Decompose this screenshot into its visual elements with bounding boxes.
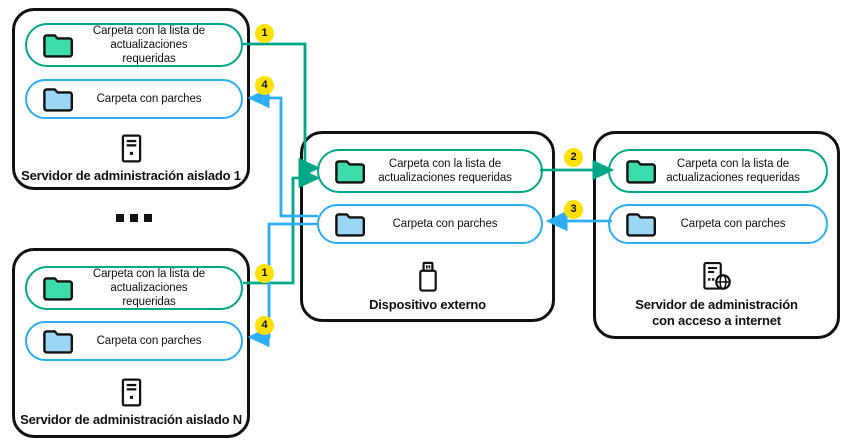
folder-label: Carpeta con la lista de actualizaciones … — [92, 25, 206, 65]
step-badge-1-top: 1 — [255, 24, 274, 43]
folder-label: Carpeta con parches — [392, 218, 498, 230]
server-icon — [15, 131, 247, 165]
folder-icon-blue — [43, 329, 73, 354]
folder-icon-blue — [626, 212, 656, 237]
step-badge-1-bottom: 1 — [255, 264, 274, 283]
folder-label: Carpeta con parches — [96, 93, 202, 105]
folder-icon-green — [43, 33, 73, 58]
step-badge-4-top: 4 — [255, 76, 274, 95]
panel-title-isolated-1: Servidor de administración aislado 1 — [21, 168, 241, 183]
folder-icon-blue — [43, 87, 73, 112]
folder-patches-external[interactable]: Carpeta con parches — [317, 204, 543, 244]
step-badge-2: 2 — [564, 148, 583, 167]
folder-icon-green — [335, 159, 365, 184]
folder-patches-internet[interactable]: Carpeta con parches — [608, 204, 828, 244]
panel-isolated-server-n[interactable]: Carpeta con la lista de actualizaciones … — [12, 248, 250, 438]
server-icon — [15, 375, 247, 409]
folder-label: Carpeta con la lista de actualizaciones … — [92, 268, 206, 308]
step-badge-4-bottom: 4 — [255, 316, 274, 335]
folder-label: Carpeta con la lista de actualizaciones … — [666, 158, 800, 184]
folder-patches-isolated-n[interactable]: Carpeta con parches — [25, 321, 243, 361]
folder-updates-list-isolated-n[interactable]: Carpeta con la lista de actualizaciones … — [25, 266, 243, 310]
panel-title-isolated-n: Servidor de administración aislado N — [20, 412, 242, 427]
folder-patches-isolated-1[interactable]: Carpeta con parches — [25, 79, 243, 119]
panel-isolated-server-1[interactable]: Carpeta con la lista de actualizaciones … — [12, 8, 250, 190]
folder-updates-list-external[interactable]: Carpeta con la lista de actualizaciones … — [317, 149, 543, 193]
usb-drive-icon — [303, 259, 552, 295]
folder-updates-list-internet[interactable]: Carpeta con la lista de actualizaciones … — [608, 149, 828, 193]
folder-icon-green — [626, 159, 656, 184]
folder-icon-green — [43, 276, 73, 301]
folder-icon-blue — [335, 212, 365, 237]
folder-updates-list-isolated-1[interactable]: Carpeta con la lista de actualizaciones … — [25, 23, 243, 67]
step-badge-3: 3 — [564, 200, 583, 219]
panel-title-internet-server-line2: con acceso a internet — [652, 313, 781, 328]
continuation-ellipsis — [116, 214, 152, 222]
panel-external-device[interactable]: Carpeta con la lista de actualizaciones … — [300, 131, 555, 322]
panel-internet-server[interactable]: Carpeta con la lista de actualizaciones … — [593, 131, 840, 339]
panel-title-external-device: Dispositivo externo — [369, 297, 486, 312]
folder-label: Carpeta con parches — [680, 218, 786, 230]
server-globe-icon — [596, 258, 837, 294]
folder-label: Carpeta con la lista de actualizaciones … — [378, 158, 512, 184]
folder-label: Carpeta con parches — [96, 335, 202, 347]
panel-title-internet-server-line1: Servidor de administración — [635, 297, 798, 312]
